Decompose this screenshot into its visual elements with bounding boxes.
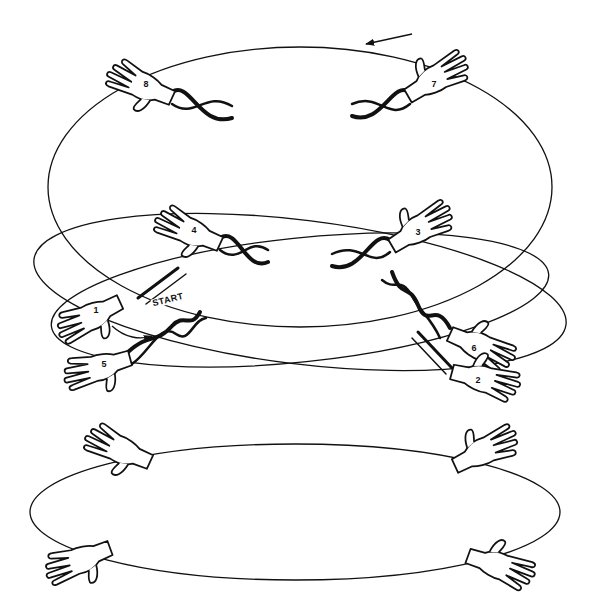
callout-number: 8 — [142, 80, 149, 89]
callout-number: 6 — [470, 344, 477, 353]
callout-number: 4 — [190, 226, 197, 235]
callout-number: 7 — [430, 80, 437, 89]
callout-number: 1 — [92, 306, 99, 315]
callout-number: 5 — [100, 360, 107, 369]
callout-number: 2 — [474, 376, 481, 385]
callout-number: 3 — [414, 228, 421, 237]
